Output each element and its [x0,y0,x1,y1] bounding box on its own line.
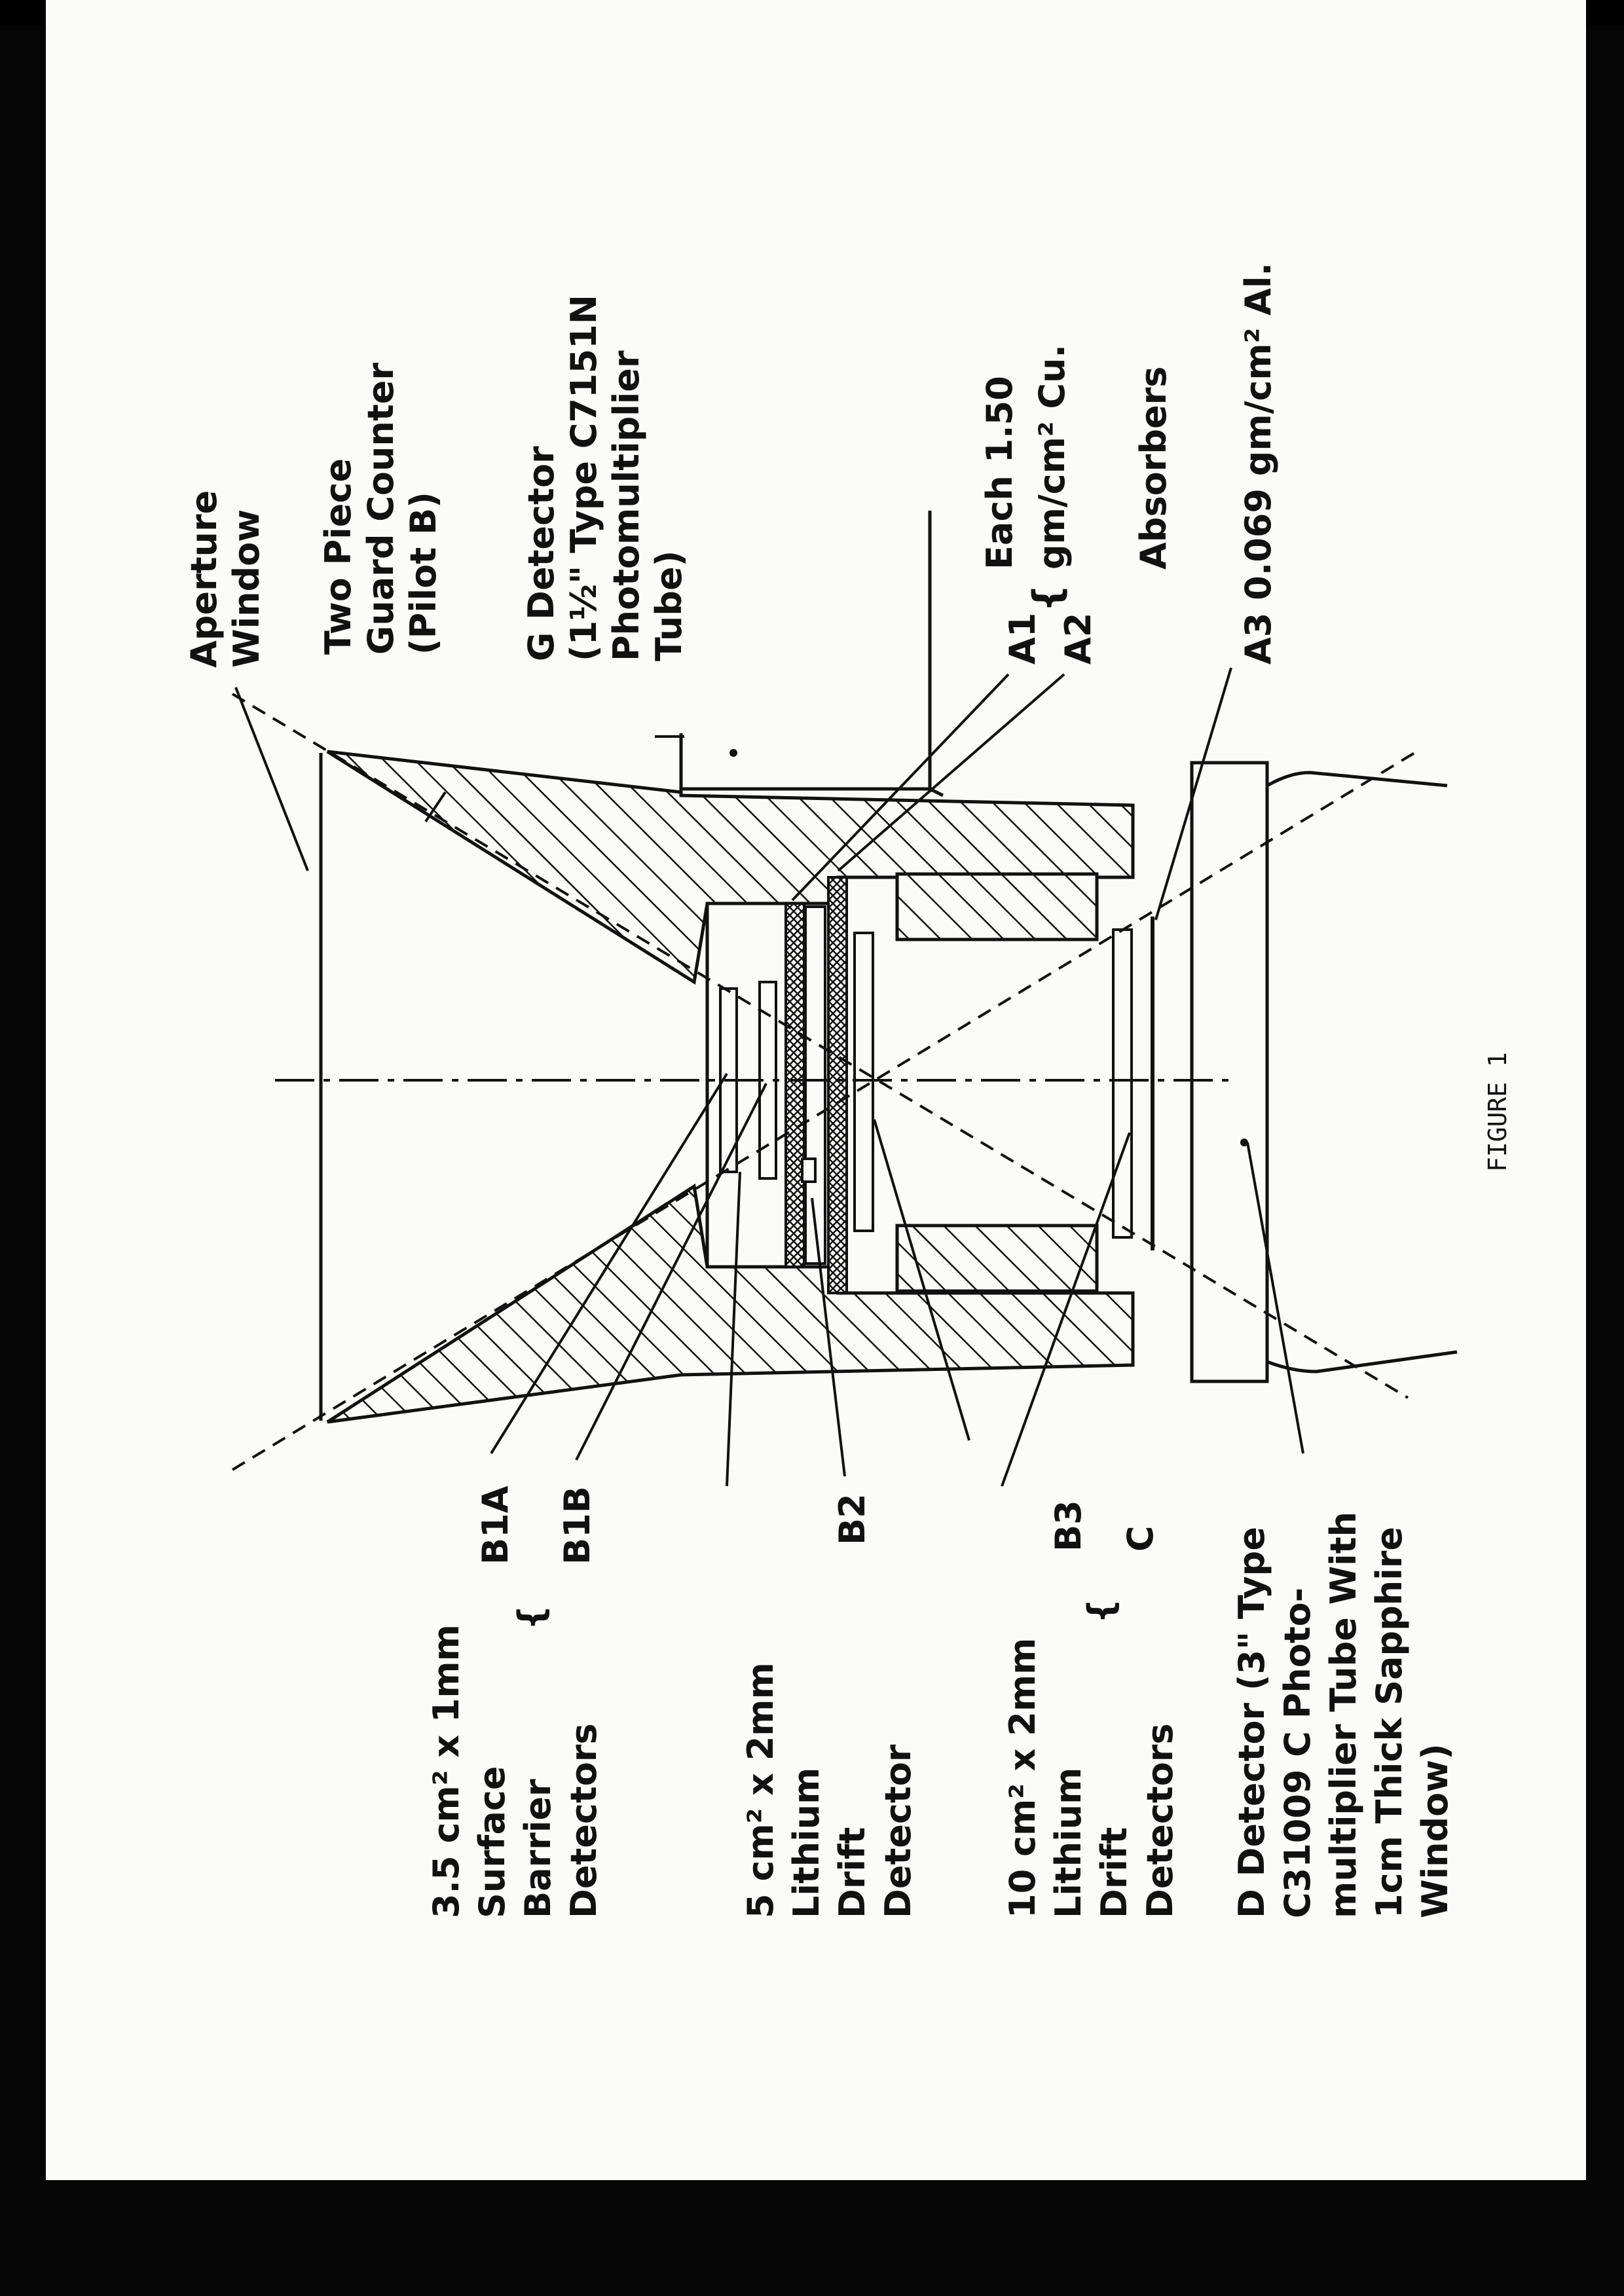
label-b3: B3 [1048,1500,1089,1552]
label-d-1: D Detector (3" Type [1231,1527,1272,1918]
label-d-3: multiplier Tube With [1323,1512,1364,1918]
brace-b1: { [511,1605,552,1630]
a1-absorber [784,902,805,1268]
d-detector [1190,761,1269,1383]
absorber-block-right [895,872,1099,941]
brace-b3-c: { [1080,1599,1122,1624]
label-d-4: 1cm Thick Sapphire [1369,1527,1410,1918]
label-b2: B2 [832,1493,873,1545]
b2-detector [804,905,826,1265]
label-d-2: C31009 C Photo- [1277,1588,1318,1918]
label-surface-1: 3.5 cm² x 1mm [426,1624,467,1918]
d-phototube-right [1266,771,1448,788]
figure-caption: FIGURE 1 [1483,1052,1512,1172]
label-g-2: (1½" Type C7151N [563,295,604,661]
label-g-1: G Detector [521,446,562,661]
label-abs-3: Absorbers [1133,367,1174,570]
label-guard-3: (Pilot B) [403,492,444,655]
label-abs-2: gm/cm² Cu. [1031,344,1073,570]
label-lith5-3: Drift [832,1827,873,1918]
label-surface-4: Detectors [563,1723,604,1918]
label-lith5-1: 5 cm² x 2mm [740,1662,781,1918]
label-surface-2: Surface [471,1766,513,1918]
label-c: C [1120,1525,1161,1552]
label-aperture: Aperture [183,490,225,668]
guard-counter-right-shape [326,750,1135,985]
label-lith10-2: Lithium [1048,1768,1089,1918]
g-detector-tube [679,733,944,797]
leader-lines [234,667,1304,1487]
a2-absorber [827,876,848,1294]
label-surface-3: Barrier [517,1779,559,1918]
label-lith5-4: Detector [877,1744,919,1918]
d-phototube-left [1266,1350,1458,1374]
b3-detector [853,932,874,1232]
label-guard-2: Guard Counter [360,363,401,655]
label-lith10-1: 10 cm² x 2mm [1002,1638,1043,1918]
label-guard-1: Two Piece [318,458,359,655]
label-a3: A3 0.069 gm/cm² Al. [1238,263,1279,665]
b2-contact [801,1157,817,1183]
label-a2: A2 [1058,613,1099,665]
brace-a1-a2: { [1025,584,1071,612]
acceptance-ray-1 [231,693,1409,1399]
label-g-4: Tube) [648,551,690,661]
label-lith10-4: Detectors [1139,1723,1181,1918]
label-a1: A1 [1002,613,1043,665]
label-abs-1: Each 1.50 [979,376,1020,570]
label-lith5-2: Lithium [786,1768,827,1918]
acceptance-ray-2 [231,752,1416,1471]
label-b1b: B1B [557,1486,598,1565]
c-detector [1112,928,1133,1239]
label-window: Window [226,509,267,668]
label-b1a: B1A [475,1485,516,1565]
label-lith10-3: Drift [1094,1827,1135,1918]
absorber-block-left [895,1224,1099,1293]
d-detector-dot [1240,1139,1248,1146]
label-g-3: Photomultiplier [606,350,647,661]
label-d-5: Window) [1414,1743,1456,1918]
